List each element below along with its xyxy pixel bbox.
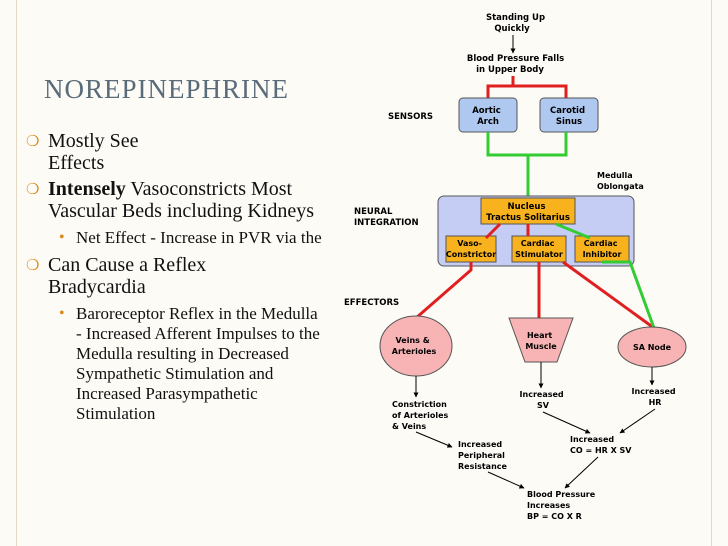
effectors-label: EFFECTORS bbox=[344, 298, 399, 308]
aortic-arch-label: Aortic Arch bbox=[472, 106, 504, 127]
cardiac-stimulator-label: Cardiac Stimulator bbox=[515, 239, 563, 259]
sa-node-label: SA Node bbox=[633, 343, 672, 352]
connector-line bbox=[513, 84, 568, 98]
bullet-text: Mostly See Effects bbox=[48, 130, 139, 174]
bullet-list: ❍ Mostly See Effects ❍ Intensely Vasocon… bbox=[26, 130, 326, 430]
sub-bullet-item: • Baroreceptor Reflex in the Medulla - I… bbox=[26, 304, 326, 424]
heart-muscle-label: Heart Muscle bbox=[525, 331, 557, 351]
medulla-label: Medulla Oblongata bbox=[597, 171, 644, 191]
connector-line bbox=[555, 222, 591, 240]
carotid-sinus-label: Carotid Sinus bbox=[550, 106, 588, 127]
sub-bullet-item: • Net Effect - Increase in PVR via the bbox=[26, 228, 326, 248]
bullet-text: Can Cause a Reflex Bradycardia bbox=[48, 254, 207, 298]
heart-muscle-node bbox=[508, 317, 574, 363]
connector-line bbox=[486, 132, 568, 157]
bullet-bold-text: Intensely bbox=[48, 178, 126, 200]
increased-sv-label: Increased SV bbox=[520, 390, 567, 410]
neural-label: NEURAL INTEGRATION bbox=[354, 207, 419, 228]
connector-line bbox=[415, 262, 473, 320]
arrow bbox=[619, 408, 656, 434]
sub-bullet-icon: • bbox=[59, 305, 65, 322]
nucleus-label: Nucleus Tractus Solitarius bbox=[486, 202, 570, 223]
connector-line bbox=[562, 260, 655, 330]
sub-bullet-text: Net Effect - Increase in PVR via the bbox=[76, 228, 322, 247]
constriction-label: Constriction of Arterioles & Veins bbox=[392, 400, 451, 431]
carotid-sinus-node bbox=[539, 97, 599, 133]
veins-arterioles-node bbox=[379, 315, 453, 377]
increased-hr-label: Increased HR bbox=[632, 387, 679, 407]
sub-bullet-text: Baroreceptor Reflex in the Medulla - Inc… bbox=[76, 304, 320, 423]
bullet-item: ❍ Can Cause a Reflex Bradycardia bbox=[26, 254, 326, 298]
veins-arterioles-label: Veins & Arterioles bbox=[392, 336, 437, 356]
slide-title: NOREPINEPHRINE bbox=[44, 74, 290, 104]
bp-falls-text: Blood Pressure Falls in Upper Body bbox=[467, 54, 567, 75]
bullet-text: Vasoconstricts Most Vascular Beds includ… bbox=[48, 178, 315, 222]
increased-pr-label: Increased Peripheral Resistance bbox=[458, 440, 508, 471]
cardiac-inhibitor-label: Cardiac Inhibitor bbox=[583, 239, 622, 259]
nucleus-node bbox=[480, 197, 576, 225]
arrow bbox=[542, 411, 591, 434]
cardiac-stimulator-node bbox=[511, 235, 567, 263]
vaso-constrictor-label: Vaso- Constrictor bbox=[446, 239, 496, 259]
connector-line bbox=[484, 222, 502, 240]
sensors-label: SENSORS bbox=[388, 112, 433, 122]
bullet-item: ❍ Mostly See Effects bbox=[26, 130, 326, 174]
bp-increases-label: Blood Pressure Increases BP = CO X R bbox=[527, 490, 598, 521]
connector-line bbox=[486, 76, 515, 98]
arrow bbox=[564, 456, 599, 489]
standing-text: Standing Up Quickly bbox=[486, 13, 548, 34]
arrow bbox=[487, 471, 525, 489]
bullet-item: ❍ Intensely Vasoconstricts Most Vascular… bbox=[26, 178, 326, 222]
arrow bbox=[415, 431, 453, 448]
sub-bullet-icon: • bbox=[59, 229, 65, 246]
vaso-constrictor-node bbox=[445, 235, 497, 263]
increased-co-label: Increased CO = HR X SV bbox=[570, 435, 632, 455]
connector-line bbox=[602, 260, 656, 329]
slide-frame bbox=[16, 0, 712, 546]
